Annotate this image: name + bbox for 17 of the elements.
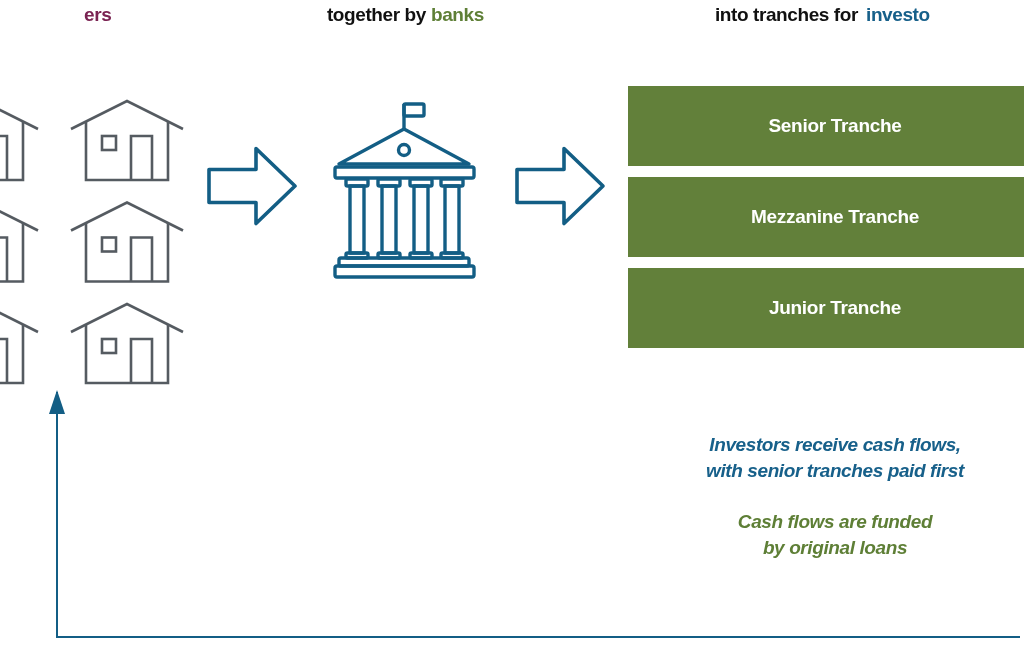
- tranche-label: Mezzanine Tranche: [750, 206, 920, 228]
- note-text: Cash flows are funded by original loans: [736, 510, 934, 560]
- heading-text: into tranches for: [713, 3, 858, 27]
- heading-text: banks: [431, 3, 485, 27]
- block-arrow: [207, 146, 297, 226]
- arrow: [49, 390, 1021, 638]
- heading-text: investo: [866, 3, 931, 27]
- tranche-bar: [628, 86, 1024, 166]
- block-arrow: [515, 146, 605, 226]
- bank-building-illustration: [330, 100, 478, 280]
- heading-text: together by: [325, 3, 426, 27]
- heading-text: ers: [84, 3, 113, 27]
- tranche-bar: [628, 177, 1024, 257]
- tranche-label: Junior Tranche: [769, 297, 901, 319]
- note-text: Investors receive cash flows, with senior tranches paid first: [705, 433, 966, 483]
- tranche-label: Senior Tranche: [768, 115, 902, 137]
- tranche-bar: [628, 268, 1024, 348]
